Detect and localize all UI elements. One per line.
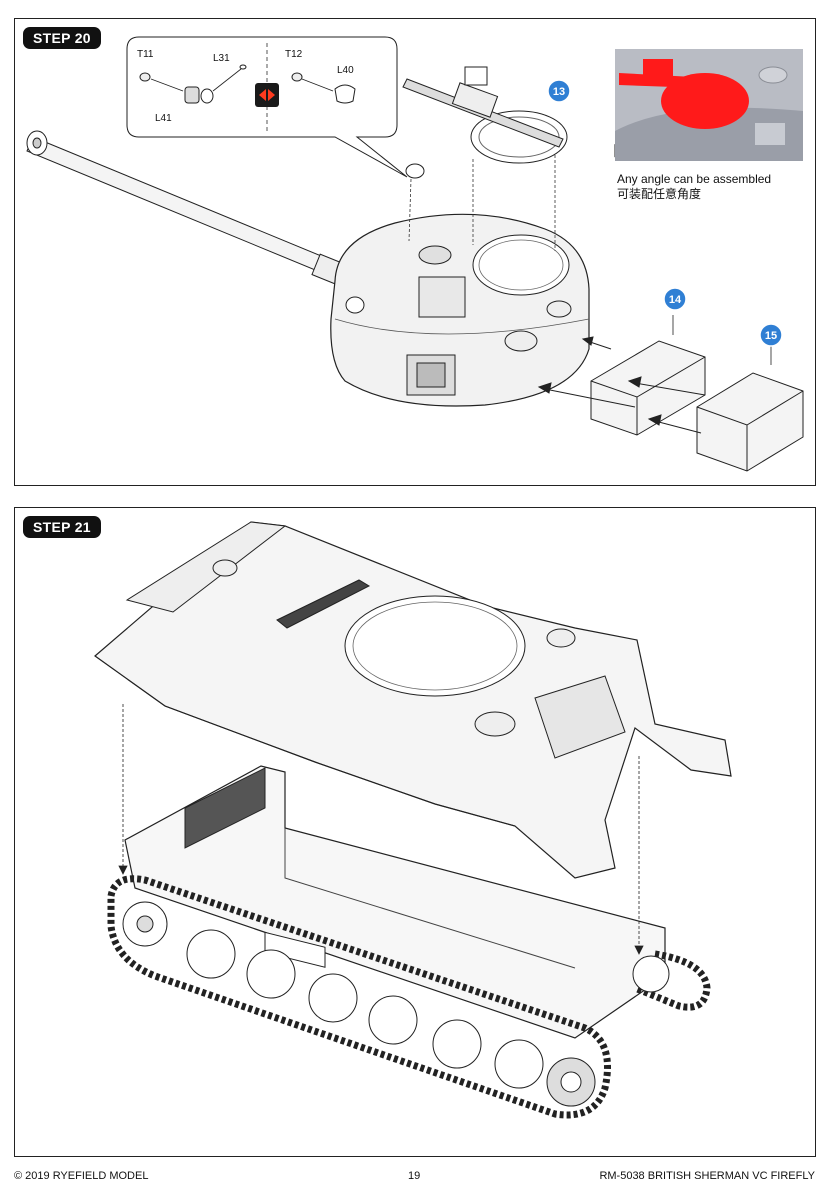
subassembly-bubble: T11 L31 L41 T12 L40 [126,36,408,178]
upper-hull [94,521,732,879]
assembly-arrows [537,336,706,434]
assembly-note-en: Any angle can be assembled [617,172,772,186]
track-assembly [107,875,711,1119]
lower-hull [124,765,666,1039]
svg-text:14: 14 [669,294,682,306]
part-label-t12: T12 [285,49,303,60]
footer-page-number: 19 [408,1170,421,1182]
reference-render [615,49,803,161]
callout-13: 13 [547,79,571,103]
rotate-icon [255,83,279,107]
step-21-drawing [94,521,732,1119]
gun-barrel [26,130,349,287]
step-21-panel: STEP 21 [14,507,816,1157]
callout-14: 14 [663,287,687,311]
part-label-l41: L41 [155,113,172,124]
step-20-panel: STEP 20 T11 L31 L41 T12 L40 [14,18,816,486]
step-20-badge: STEP 20 [23,27,101,49]
footer-copyright: © 2019 RYEFIELD MODEL [14,1170,149,1182]
hatch-ring-assembly [402,66,568,251]
svg-text:13: 13 [553,86,565,98]
part-label-t11: T11 [137,49,154,60]
callout-15: 15 [759,323,783,347]
step-21-badge: STEP 21 [23,516,101,538]
footer-title: RM-5038 BRITISH SHERMAN VC FIREFLY [599,1170,815,1182]
assembly-note-zh: 可装配任意角度 [617,187,702,201]
part-label-l40: L40 [337,65,354,76]
svg-text:15: 15 [765,330,777,342]
step-21-guides [118,704,644,955]
turret [330,213,590,407]
assembly-note: Any angle can be assembled 可装配任意角度 [617,172,771,202]
step-20-drawing: T11 L31 L41 T12 L40 [26,36,804,472]
part-label-l31: L31 [213,53,230,64]
stowage-box-15 [696,345,804,472]
